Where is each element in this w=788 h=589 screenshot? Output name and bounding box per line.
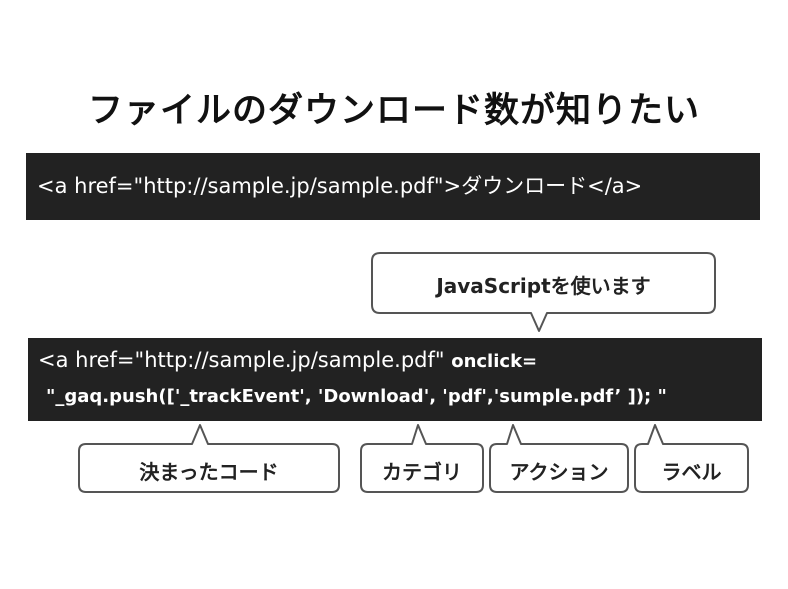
tracking-code-line1-prefix: <a href="http://sample.jp/sample.pdf" [38,348,452,372]
tracking-code-onclick: onclick= [451,351,538,372]
callout-label-text: ラベル [661,460,722,484]
callout-fixed-code-shape [78,424,340,493]
callout-action-text: アクション [509,460,609,484]
callout-label-shape [634,424,749,493]
callout-javascript-text: JavaScriptを使います [436,274,651,298]
callout-category-text: カテゴリ [382,460,462,484]
page-title: ファイルのダウンロード数が知りたい [87,91,700,131]
tracking-code-line1: <a href="http://sample.jp/sample.pdf" on… [38,348,537,372]
tracking-code-line2: "_gaq.push(['_trackEvent', 'Download', '… [46,386,667,407]
callout-javascript-shape [371,252,716,332]
callout-action-shape [489,424,629,493]
plain-link-code-block: <a href="http://sample.jp/sample.pdf">ダウ… [26,153,760,220]
callout-category-shape [360,424,484,493]
callout-fixed-code-text: 決まったコード [139,460,279,484]
plain-link-code: <a href="http://sample.jp/sample.pdf">ダウ… [37,174,643,198]
tracking-code-block: <a href="http://sample.jp/sample.pdf" on… [28,338,762,421]
